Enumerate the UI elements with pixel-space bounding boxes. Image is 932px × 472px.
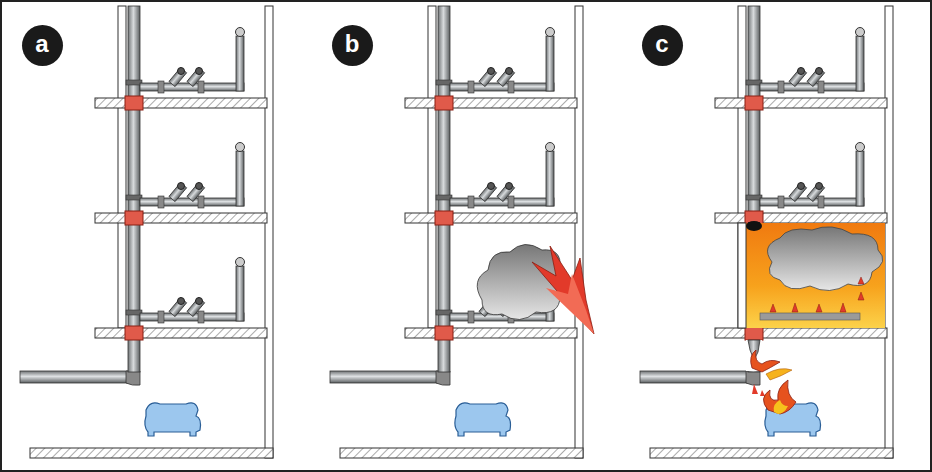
illustration-part bbox=[770, 277, 864, 312]
illustration-part bbox=[768, 227, 883, 291]
panel-c-building bbox=[640, 6, 893, 458]
panel-letter-badge: c bbox=[642, 25, 683, 66]
illustration-part bbox=[546, 274, 594, 334]
illustration-part bbox=[746, 223, 885, 328]
panel-a-building bbox=[20, 6, 273, 458]
panel-c-fire bbox=[738, 221, 885, 414]
illustration-part bbox=[774, 400, 788, 414]
illustration-part bbox=[760, 313, 860, 320]
illustration-part bbox=[532, 246, 594, 334]
illustration-part bbox=[746, 221, 762, 231]
panel-b-building bbox=[330, 6, 583, 458]
panel-letter: b bbox=[345, 32, 360, 59]
panel-letter-badge: b bbox=[332, 25, 373, 66]
illustration-part bbox=[751, 350, 780, 372]
panel-b-fire bbox=[477, 244, 594, 334]
panel-letter: c bbox=[655, 32, 668, 59]
illustration-part bbox=[766, 369, 792, 380]
panel-letter-badge: a bbox=[22, 25, 63, 66]
illustration-part bbox=[738, 223, 746, 328]
panel-letter: a bbox=[35, 32, 48, 59]
illustration-part bbox=[752, 384, 765, 396]
illustration-part bbox=[763, 380, 796, 414]
